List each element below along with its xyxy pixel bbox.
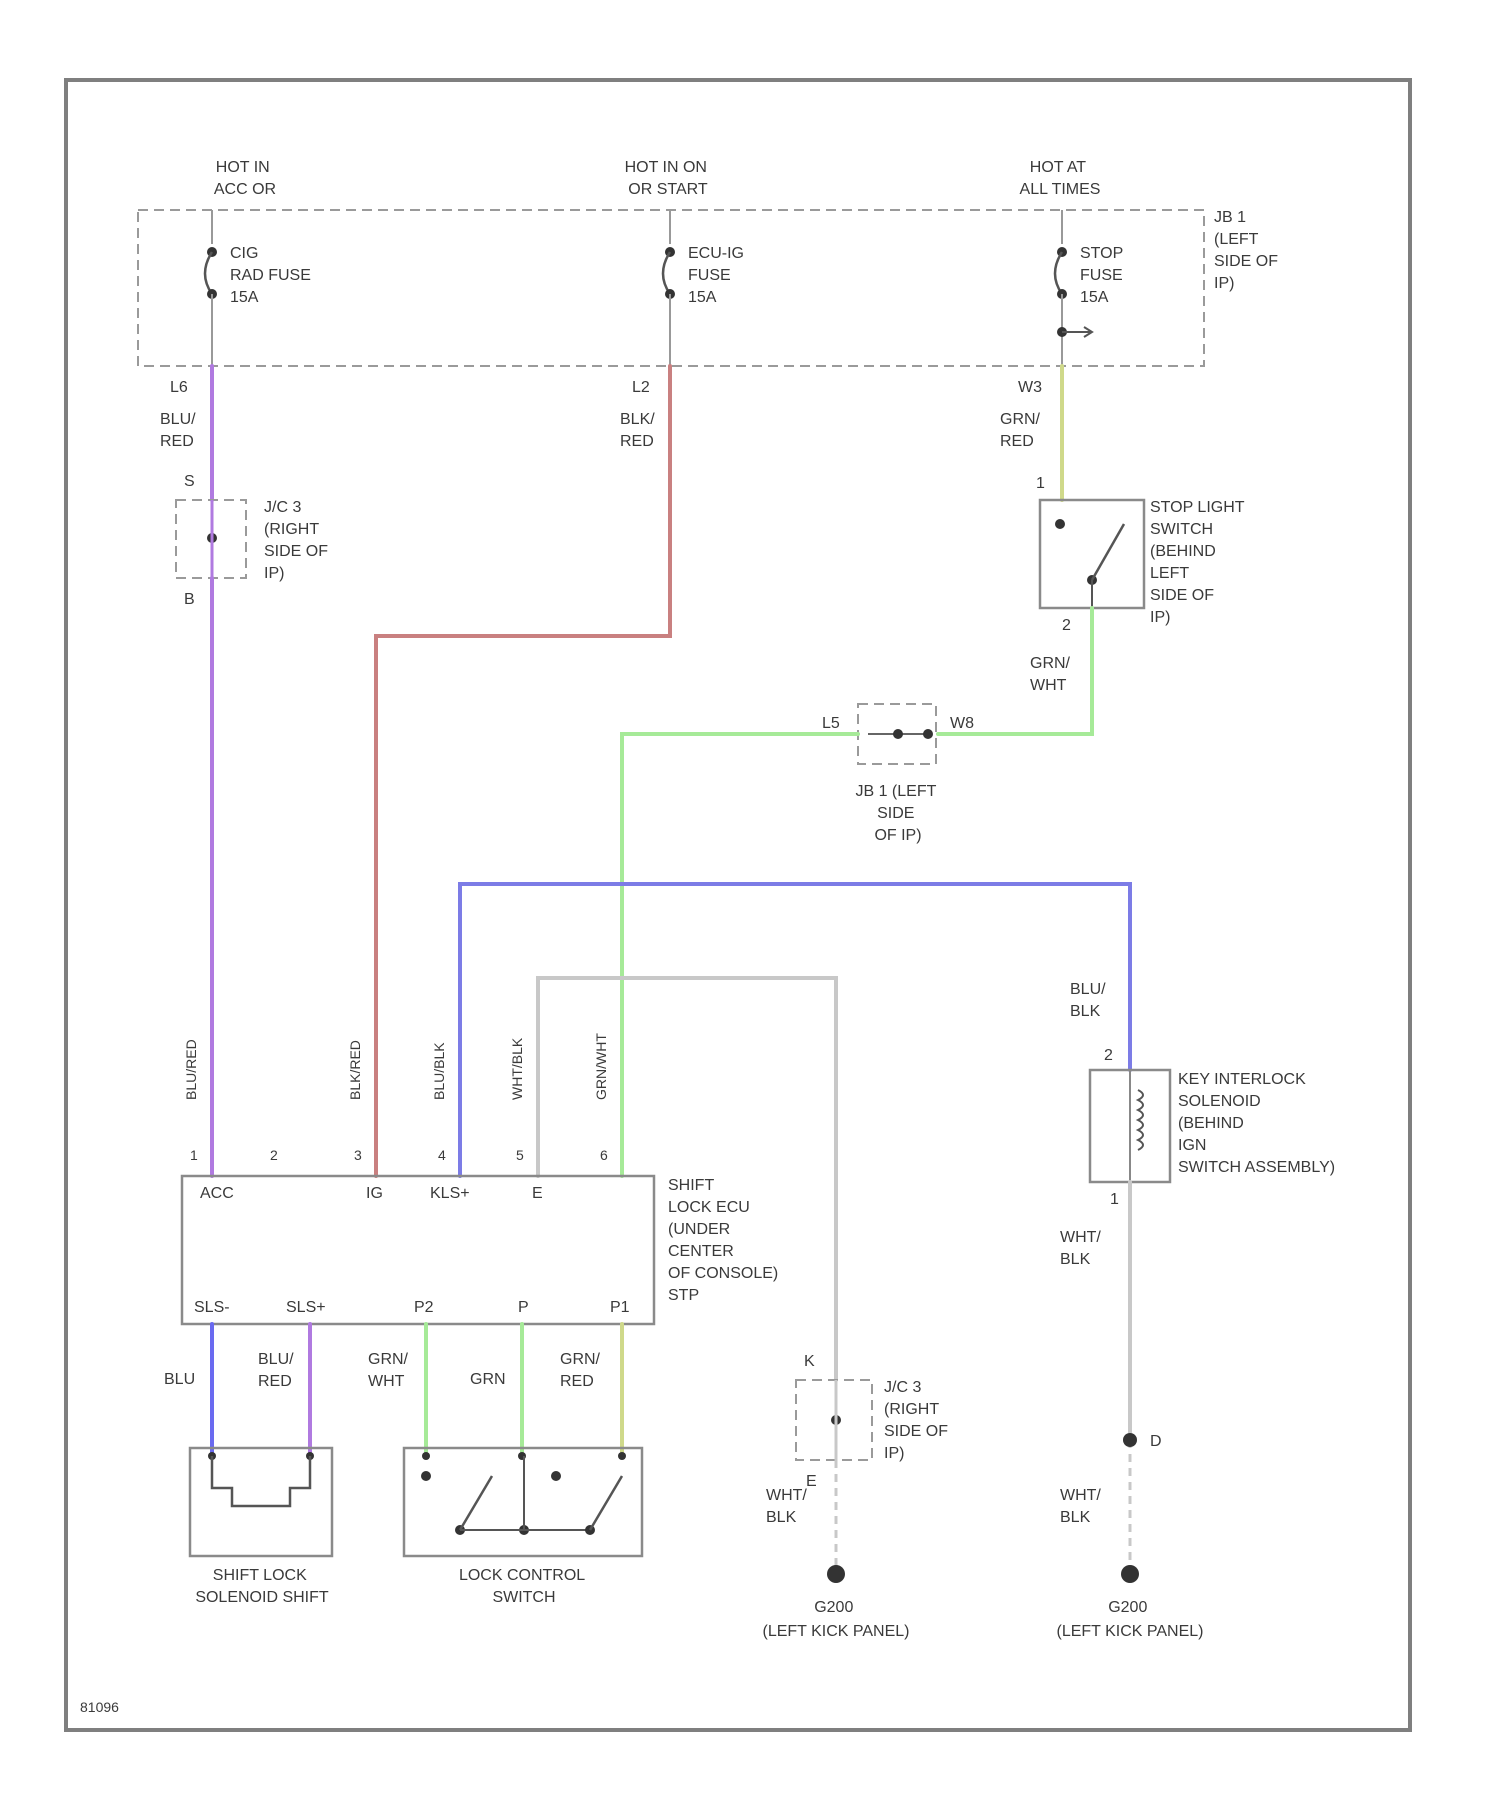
ground-left-icon xyxy=(827,1565,845,1583)
wire-label-sls-plus: BLU/ RED xyxy=(258,1351,298,1390)
wire-label-p1: GRN/ RED xyxy=(560,1351,604,1390)
wire-label-acc: BLU/ RED xyxy=(160,411,200,450)
ecu-pin-5: 5 xyxy=(516,1147,524,1163)
pin-w3: W3 xyxy=(1018,379,1042,396)
lock-switch-contacts xyxy=(421,1452,626,1535)
ecu-label: SHIFT LOCK ECU (UNDER CENTER OF CONSOLE)… xyxy=(668,1177,783,1304)
ecu-top-wire-5: WHT/BLK xyxy=(509,1037,525,1100)
wire-label-blu-blk: BLU/ BLK xyxy=(1070,981,1110,1020)
jc3-bottom-pin-k: K xyxy=(804,1353,815,1370)
wire-blu-blk-kls xyxy=(460,884,1130,1176)
label-hot-acc: HOT IN ACC OR xyxy=(214,159,276,198)
wire-label-stop: GRN/ RED xyxy=(1000,411,1044,450)
jc3-top-pin-b: B xyxy=(184,591,195,608)
wire-label-p2: GRN/ WHT xyxy=(368,1351,412,1390)
jb1-mid-label: JB 1 (LEFT SIDE OF IP) xyxy=(855,783,940,844)
ground-left-label: G200 (LEFT KICK PANEL) xyxy=(763,1599,910,1640)
label-hot-ign: HOT IN ON OR START xyxy=(625,159,712,198)
jb1-label: JB 1 (LEFT SIDE OF IP) xyxy=(1214,209,1282,292)
splice-d-label: D xyxy=(1150,1433,1162,1450)
shift-solenoid-coil xyxy=(208,1452,314,1506)
fuse-stop xyxy=(1055,210,1092,366)
key-interlock-coil xyxy=(1130,1070,1143,1182)
ecu-term-p1: P1 xyxy=(610,1299,630,1316)
shift-solenoid-label: SHIFT LOCK SOLENOID SHIFT xyxy=(195,1567,329,1606)
ecu-top-wire-4: BLU/BLK xyxy=(431,1042,447,1100)
jb1-mid-pin-l5: L5 xyxy=(822,715,840,732)
pin-l6: L6 xyxy=(170,379,188,396)
wire-label-wht-blk-right: WHT/ BLK xyxy=(1060,1229,1105,1268)
fuse-cig-rad xyxy=(205,210,217,366)
key-interlock-pin-1: 1 xyxy=(1110,1191,1119,1208)
ecu-term-e: E xyxy=(532,1185,543,1202)
ecu-pin-6: 6 xyxy=(600,1147,608,1163)
ecu-term-sls-minus: SLS- xyxy=(194,1299,230,1316)
ecu-term-p: P xyxy=(518,1299,529,1316)
stop-switch-pin-2: 2 xyxy=(1062,617,1071,634)
wire-grn-wht-ecu xyxy=(622,734,858,1176)
wire-label-p: GRN xyxy=(470,1371,506,1388)
jb1-mid-pin-w8: W8 xyxy=(950,715,974,732)
splice-d xyxy=(1123,1433,1137,1447)
ecu-term-sls-plus: SLS+ xyxy=(286,1299,326,1316)
jc3-top-pin-s: S xyxy=(184,473,195,490)
ground-right-label: G200 (LEFT KICK PANEL) xyxy=(1057,1599,1204,1640)
jc3-top-label: J/C 3 (RIGHT SIDE OF IP) xyxy=(264,499,332,582)
stop-switch-label: STOP LIGHT SWITCH (BEHIND LEFT SIDE OF I… xyxy=(1150,499,1249,626)
ecu-term-ig: IG xyxy=(366,1185,383,1202)
key-interlock-pin-2: 2 xyxy=(1104,1047,1113,1064)
stop-switch-pin-1: 1 xyxy=(1036,475,1045,492)
diagram-border xyxy=(66,80,1410,1730)
fuse-cig-label: CIG RAD FUSE 15A xyxy=(230,245,315,306)
fuse-stop-label: STOP FUSE 15A xyxy=(1080,245,1127,306)
wire-label-wht-blk-mid: WHT/ BLK xyxy=(766,1487,811,1526)
label-hot-bat: HOT AT ALL TIMES xyxy=(1020,159,1101,198)
jc3-bottom-label: J/C 3 (RIGHT SIDE OF IP) xyxy=(884,1379,952,1462)
ecu-top-wire-6: GRN/WHT xyxy=(593,1033,609,1100)
ecu-pin-1: 1 xyxy=(190,1147,198,1163)
ecu-term-kls: KLS+ xyxy=(430,1185,470,1202)
lock-switch-label: LOCK CONTROL SWITCH xyxy=(459,1567,589,1606)
ecu-pin-4: 4 xyxy=(438,1147,446,1163)
wire-label-ign: BLK/ RED xyxy=(620,411,659,450)
ecu-term-acc: ACC xyxy=(200,1185,234,1202)
fuse-ecu-ig-label: ECU-IG FUSE 15A xyxy=(688,245,748,306)
fuse-ecu-ig xyxy=(663,210,675,366)
wire-label-wht-blk-right2: WHT/ BLK xyxy=(1060,1487,1105,1526)
pin-l2: L2 xyxy=(632,379,650,396)
stop-switch-contacts xyxy=(1055,519,1124,608)
ecu-term-p2: P2 xyxy=(414,1299,434,1316)
ecu-top-wire-3: BLK/RED xyxy=(347,1040,363,1100)
ecu-pin-2: 2 xyxy=(270,1147,278,1163)
ecu-top-wire-1: BLU/RED xyxy=(183,1039,199,1100)
wire-label-sls-minus: BLU xyxy=(164,1371,195,1388)
ground-right-icon xyxy=(1121,1565,1139,1583)
key-interlock-label: KEY INTERLOCK SOLENOID (BEHIND IGN SWITC… xyxy=(1178,1071,1335,1176)
reference-code: 81096 xyxy=(80,1699,119,1715)
wire-label-stop-out: GRN/ WHT xyxy=(1030,655,1074,694)
ecu-pin-3: 3 xyxy=(354,1147,362,1163)
